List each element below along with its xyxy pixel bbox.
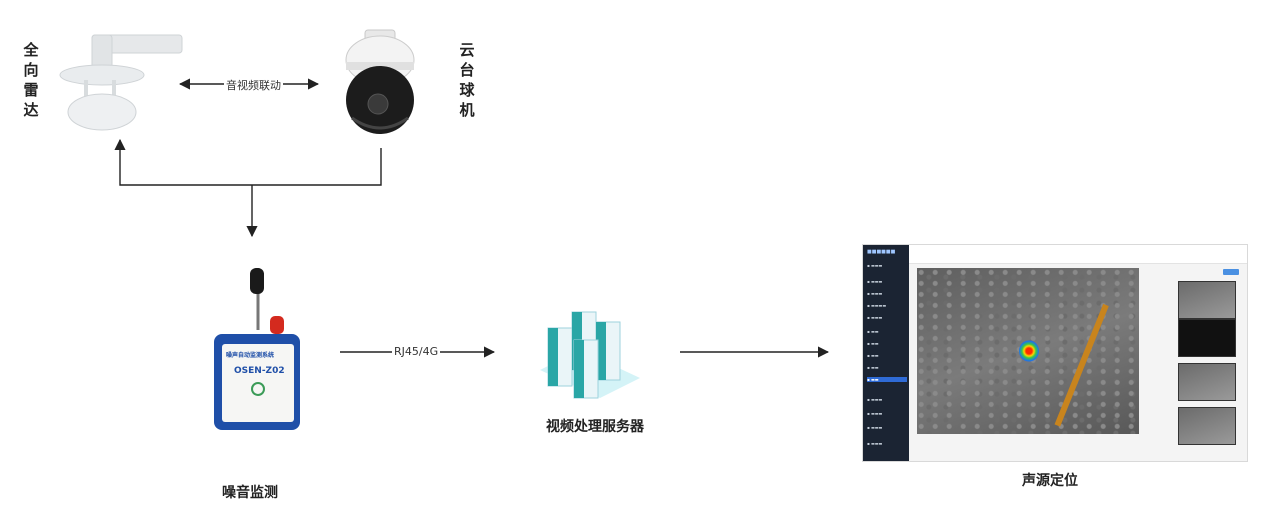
device-title: 噪声自动监测系统 [226,352,275,359]
thumbnail-4 [1178,407,1236,445]
dome-camera [345,29,415,134]
sound-localization-label: 声源定位 [1022,473,1078,489]
server-icon [540,311,640,399]
screenshot-toolbar [909,245,1247,264]
screenshot-button [1223,269,1239,275]
audio-video-link-label: 音视频联动 [224,77,283,93]
dome-camera-label: 云台球机 [459,41,475,119]
thumbnail-3 [1178,363,1236,401]
noise-monitoring-label: 噪音监测 [222,485,278,501]
video-server-label: 视频处理服务器 [546,419,644,435]
sound-source-heatmap [1019,340,1039,362]
feedback-arrow [114,138,382,186]
radar-device [59,34,183,131]
thumbnail-2 [1178,319,1236,357]
device-model: OSEN-Z02 [234,366,285,376]
rj45-label: RJ45/4G [392,345,441,358]
noise-device [214,268,300,430]
radar-label: 全向雷达 [23,41,39,119]
screenshot-sidebar: ■■■■■■ ▪ ▬▬▬ ▪ ▬▬▬ ▪ ▬▬▬ ▪ ▬▬▬▬ ▪ ▬▬▬ ▪ … [863,245,909,461]
thumbnail-1 [1178,281,1236,319]
localization-software-screenshot: ■■■■■■ ▪ ▬▬▬ ▪ ▬▬▬ ▪ ▬▬▬ ▪ ▬▬▬▬ ▪ ▬▬▬ ▪ … [862,244,1248,462]
